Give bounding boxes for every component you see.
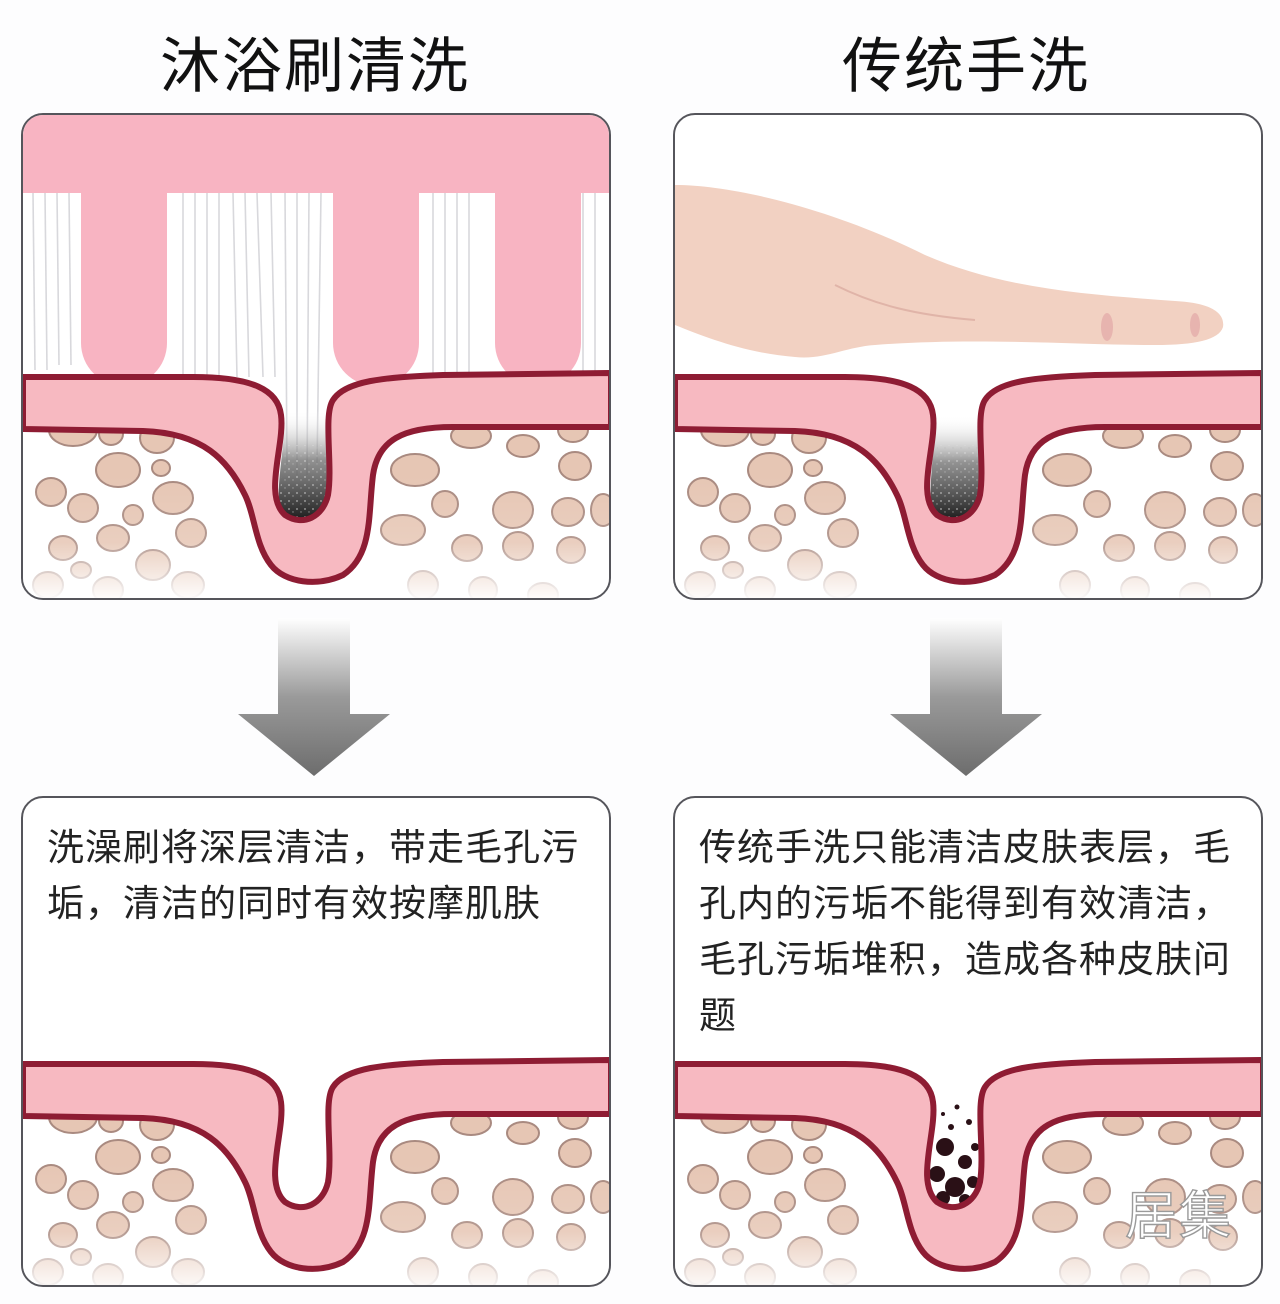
brush-result-panel: 洗澡刷将深层清洁，带走毛孔污垢，清洁的同时有效按摩肌肤 xyxy=(21,796,611,1287)
hand-wash-skin-diagram xyxy=(675,185,1261,598)
brush-head xyxy=(23,115,609,193)
bath-brush-skin-diagram xyxy=(23,115,609,598)
hand-column-title: 传统手洗 xyxy=(842,32,1090,102)
hand-result-panel: 传统手洗只能清洁皮肤表层，毛孔内的污垢不能得到有效清洁，毛孔污垢堆积，造成各种皮… xyxy=(673,796,1263,1287)
clogged-pore-diagram xyxy=(675,798,1261,1285)
brush-result-description: 洗澡刷将深层清洁，带走毛孔污垢，清洁的同时有效按摩肌肤 xyxy=(47,826,579,925)
hand-illustration-panel xyxy=(673,113,1263,600)
brush-illustration-panel xyxy=(21,113,611,600)
brush-column-title: 沐浴刷清洗 xyxy=(160,32,470,102)
clean-pore-diagram xyxy=(23,798,609,1285)
hand-result-description: 传统手洗只能清洁皮肤表层，毛孔内的污垢不能得到有效清洁，毛孔污垢堆积，造成各种皮… xyxy=(699,826,1231,1037)
down-arrow-icon xyxy=(238,618,390,776)
pore-dirt-icon xyxy=(929,1104,979,1206)
hand-icon xyxy=(675,185,1224,358)
down-arrow-icon xyxy=(890,618,1042,776)
watermark: 居集 xyxy=(1124,1186,1233,1247)
